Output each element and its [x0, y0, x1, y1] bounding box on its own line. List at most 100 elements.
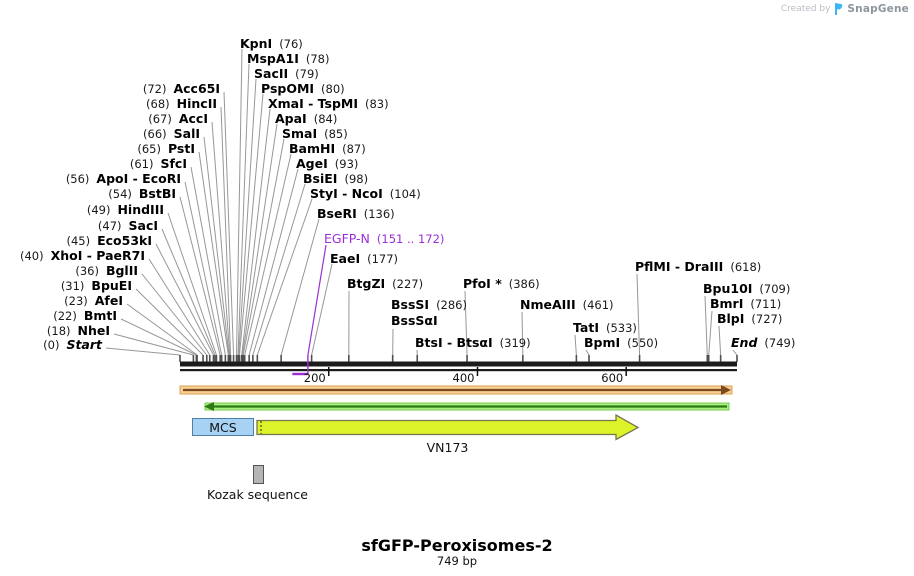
site-position: (23): [64, 294, 88, 308]
site-label-blpi[interactable]: BlpI (727): [717, 311, 782, 326]
enzyme-name: Start: [66, 337, 102, 352]
site-label-xhoi-paer7i[interactable]: (40) XhoI - PaeR7I: [20, 248, 145, 263]
site-label-acci[interactable]: (67)AccI: [148, 111, 208, 126]
site-label-smai[interactable]: SmaI(85): [282, 126, 348, 141]
enzyme-name: BstBI: [138, 186, 176, 201]
enzyme-name: MspA1I: [247, 51, 299, 66]
callout-line: [203, 136, 230, 356]
enzyme-name: SacI: [128, 218, 159, 233]
enzyme-name: TatI: [573, 320, 599, 335]
site-label-bsssi[interactable]: BssSI(286): [391, 297, 467, 312]
site-label-sali[interactable]: (66)SalI: [143, 126, 200, 141]
enzyme-name: BlpI: [717, 311, 745, 326]
callout-line: [238, 93, 264, 356]
site-label-sacii[interactable]: SacII(79): [254, 66, 319, 81]
site-label-egfp-n[interactable]: EGFP-N(151 .. 172): [324, 231, 444, 246]
green-arrowhead-icon: [204, 402, 214, 411]
enzyme-name: StyI - NcoI: [310, 186, 383, 201]
site-label-pspomi[interactable]: PspOMI(80): [261, 81, 345, 96]
enzyme-name: AgeI: [296, 156, 328, 171]
site-label-agei[interactable]: AgeI(93): [296, 156, 358, 171]
site-label-psti[interactable]: (65)PstI: [137, 141, 195, 156]
site-label-hindiii[interactable]: (49)HindIII: [87, 202, 164, 217]
ruler-tick-label: 600: [601, 371, 624, 385]
callout-line: [311, 263, 333, 356]
enzyme-name: XhoI - PaeR7I: [50, 248, 145, 263]
site-label-apai[interactable]: ApaI (84): [275, 111, 337, 126]
site-label-bglii[interactable]: (36) BglII: [75, 263, 138, 278]
enzyme-name: BglII: [105, 263, 138, 278]
site-position: (40): [20, 249, 44, 263]
site-label-bseri[interactable]: BseRI(136): [317, 206, 395, 221]
site-label-bsss-i[interactable]: BssSαI: [391, 313, 438, 327]
site-label-apoi-ecori[interactable]: (56)ApoI - EcoRI: [66, 171, 181, 186]
enzyme-name: ApaI: [275, 111, 307, 126]
site-label-acc65i[interactable]: (72)Acc65I: [143, 81, 220, 96]
site-position: (47): [97, 219, 122, 233]
site-position: (711): [750, 297, 782, 311]
site-position: (18): [46, 324, 71, 338]
site-label-bpu10i[interactable]: Bpu10I(709): [703, 281, 790, 296]
enzyme-name: BamHI: [289, 141, 336, 156]
site-label-nhei[interactable]: (18)NheI: [47, 323, 110, 338]
site-position: (618): [730, 260, 762, 274]
site-position: (65): [137, 142, 161, 156]
enzyme-name: Acc65I: [173, 81, 220, 96]
site-label-start[interactable]: (0)Start: [43, 337, 102, 352]
site-label-kpni[interactable]: KpnI(76): [240, 36, 303, 51]
site-label-bsiei[interactable]: BsiEI(98): [303, 171, 368, 186]
callout-line: [220, 106, 232, 356]
callout-line: [252, 183, 306, 356]
site-label-tati[interactable]: TatI(533): [573, 320, 637, 335]
site-label-hincii[interactable]: (68)HincII: [146, 96, 217, 111]
site-position: (49): [86, 203, 111, 217]
site-position: (550): [627, 336, 659, 350]
site-label-afei[interactable]: (23)AfeI: [64, 293, 123, 308]
enzyme-name: BssSαI: [391, 313, 438, 328]
callout-line: [585, 349, 590, 356]
site-position: (78): [305, 52, 330, 66]
site-label-bamhi[interactable]: BamHI(87): [289, 141, 366, 156]
site-position: (461): [582, 298, 614, 312]
site-label-styi-ncoi[interactable]: StyI - NcoI (104): [310, 186, 421, 201]
site-label-pfoi[interactable]: PfoI *(386): [463, 276, 540, 291]
site-position: (85): [324, 127, 348, 141]
site-position: (136): [363, 207, 395, 221]
site-label-end[interactable]: End(749): [731, 335, 795, 350]
primer-bar: [292, 372, 308, 376]
site-position: (36): [75, 264, 99, 278]
site-label-eaei[interactable]: EaeI(177): [330, 251, 398, 266]
site-position: (104): [389, 187, 421, 201]
site-label-btgzi[interactable]: BtgZI(227): [347, 276, 423, 291]
callout-line: [464, 290, 468, 356]
snapgene-logo-icon: [835, 3, 843, 15]
site-label-saci[interactable]: (47) SacI: [98, 218, 158, 233]
enzyme-name: Bpu10I: [703, 281, 753, 296]
mcs-feature-box[interactable]: MCS: [192, 418, 254, 436]
enzyme-name: ApoI - EcoRI: [96, 171, 181, 186]
enzyme-name: EGFP-N: [324, 231, 370, 246]
primer-callout-line: [307, 244, 327, 356]
site-label-bpuei[interactable]: (31)BpuEI: [61, 278, 132, 293]
vn173-feature-arrow[interactable]: [256, 413, 640, 441]
site-label-pflmi-draiii[interactable]: PflMI - DraIII(618): [635, 259, 761, 274]
site-label-nmeaiii[interactable]: NmeAIII(461): [520, 297, 614, 312]
callout-line: [237, 63, 250, 356]
callout-line: [105, 347, 181, 356]
callout-line: [113, 333, 194, 356]
site-position: (727): [751, 312, 783, 326]
site-position: (386): [508, 277, 540, 291]
site-position: (66): [143, 127, 167, 141]
site-label-bpmi[interactable]: BpmI(550): [584, 335, 658, 350]
site-label-btsi-bts-i[interactable]: BtsI - BtsαI(319): [415, 335, 531, 350]
kozak-sequence-marker[interactable]: [253, 465, 264, 484]
site-label-mspa1i[interactable]: MspA1I (78): [247, 51, 329, 66]
site-label-bstbi[interactable]: (54)BstBI: [108, 186, 176, 201]
site-label-eco53ki[interactable]: (45)Eco53kI: [66, 233, 152, 248]
site-label-sfci[interactable]: (61)SfcI: [130, 156, 187, 171]
site-position: (76): [279, 37, 303, 51]
site-label-xmai-tspmi[interactable]: XmaI - TspMI(83): [268, 96, 389, 111]
site-label-bmri[interactable]: BmrI(711): [710, 296, 781, 311]
site-label-bmti[interactable]: (22)BmtI: [53, 308, 117, 323]
site-position: (84): [313, 112, 338, 126]
